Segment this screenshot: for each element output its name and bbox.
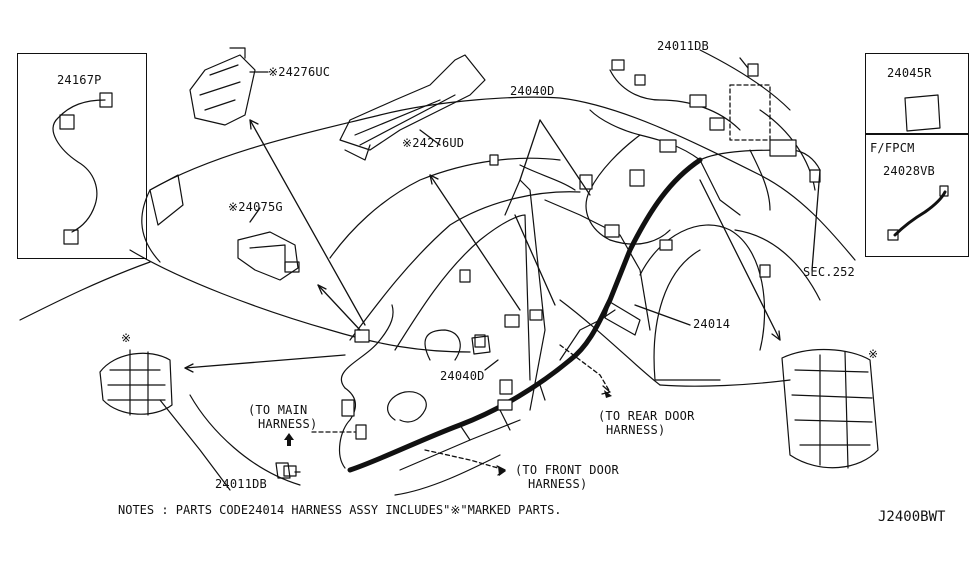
callout-to-main-line2: HARNESS)	[258, 417, 318, 431]
main-harness	[338, 69, 821, 473]
part-24045r-drawing	[904, 94, 941, 132]
label-24028vb: 24028VB	[883, 164, 935, 178]
label-24040d-mid: 24040D	[440, 369, 485, 383]
label-24011db-top: 24011DB	[657, 39, 709, 53]
part-24040d-mid-drawing	[471, 335, 491, 355]
label-24011db-bot: 24011DB	[215, 477, 267, 491]
label-24075g: ※24075G	[228, 200, 283, 214]
callout-to-main-line1: (TO MAIN	[248, 403, 308, 417]
callout-to-rear-line1: (TO REAR DOOR	[598, 409, 695, 423]
part-24011db-bot-drawing	[275, 462, 291, 479]
part-24167p-drawing	[52, 92, 113, 245]
label-24276ud: ※24276UD	[402, 136, 465, 150]
inset-box-24045r	[865, 53, 969, 135]
part-24276uc-drawing	[189, 47, 256, 126]
inset-box-f-fpcm	[865, 133, 969, 257]
label-24014: 24014	[693, 317, 731, 331]
label-24045r: 24045R	[887, 66, 932, 80]
part-star-left-drawing	[99, 349, 173, 416]
label-f-fpcm: F/FPCM	[870, 141, 915, 155]
part-24028vb-drawing	[887, 185, 949, 241]
label-24040d-top: 24040D	[510, 84, 555, 98]
inset-box-24167p	[17, 53, 147, 259]
label-star-left: ※	[121, 331, 132, 345]
parts-note: NOTES : PARTS CODE24014 HARNESS ASSY INC…	[118, 503, 562, 517]
label-sec252: SEC.252	[803, 265, 855, 279]
part-24276ud-drawing	[339, 54, 486, 161]
callout-to-front-line2: HARNESS)	[528, 477, 588, 491]
harness-connectors	[283, 59, 821, 477]
label-24276uc: ※24276UC	[268, 65, 331, 79]
label-24167p: 24167P	[57, 73, 102, 87]
solid-arrowheads	[284, 390, 612, 476]
diagram-code: J2400BWT	[878, 509, 946, 525]
part-24075g-drawing	[237, 231, 300, 281]
callout-to-rear-line2: HARNESS)	[606, 423, 666, 437]
label-star-right: ※	[868, 347, 879, 361]
part-star-right-drawing	[781, 349, 879, 469]
callout-to-front-line1: (TO FRONT DOOR	[515, 463, 619, 477]
